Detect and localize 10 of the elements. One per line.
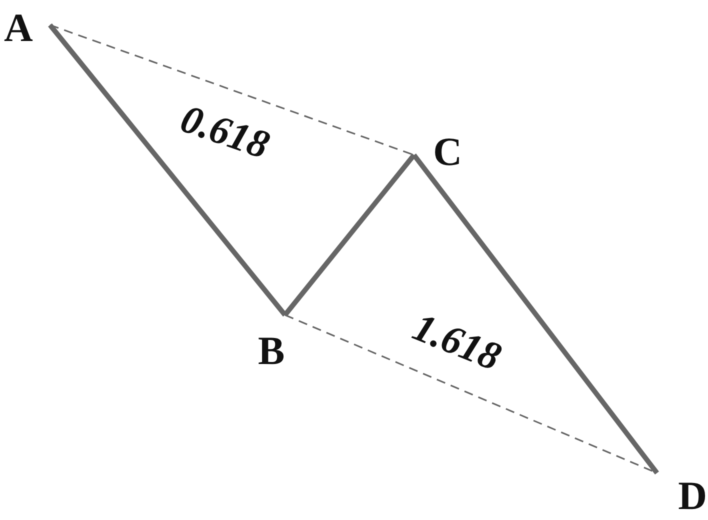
- point-label: A: [4, 8, 33, 48]
- price-line: [412, 153, 659, 475]
- point-label: D: [678, 476, 707, 516]
- point-label: C: [433, 132, 462, 172]
- ratio-label: 1.618: [408, 306, 506, 378]
- ratio-label: 0.618: [176, 98, 274, 166]
- point-label: B: [258, 331, 285, 371]
- price-line: [48, 23, 287, 317]
- price-line: [283, 153, 416, 317]
- dashed-line: [50, 24, 414, 156]
